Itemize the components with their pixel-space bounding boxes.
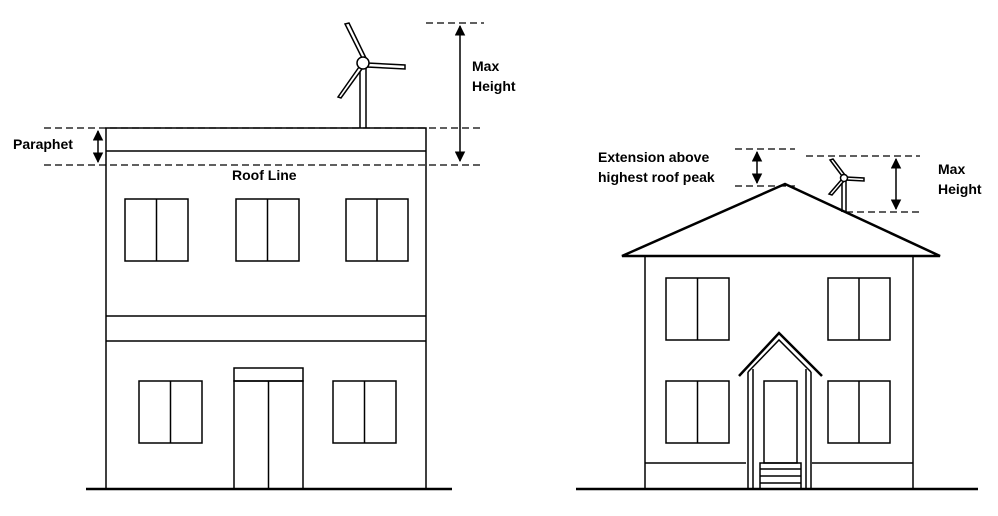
paraphet-label: Paraphet <box>13 136 73 152</box>
right-upper-window-2 <box>827 277 891 341</box>
left-upper-window-3 <box>345 198 409 262</box>
right-house-body <box>644 255 914 490</box>
porch-roof <box>738 331 823 377</box>
left-lower-window-2 <box>332 380 397 444</box>
roof-line-label: Roof Line <box>232 167 297 183</box>
left-upper-window-1 <box>124 198 189 262</box>
porch-steps <box>759 462 802 490</box>
left-upper-window-2 <box>235 198 300 262</box>
right-lower-window-1 <box>665 380 730 444</box>
left-door <box>233 367 304 490</box>
right-wind-turbine-icon <box>827 158 865 212</box>
right-lower-window-2 <box>827 380 891 444</box>
right-building: Extension above highest roof peak Max He… <box>576 148 982 491</box>
extension-line1: Extension above <box>598 149 709 165</box>
right-max-height-line2: Height <box>938 181 982 197</box>
porch-roof-inner <box>747 338 812 373</box>
door-transom <box>233 367 304 382</box>
right-max-height-label: Max Height <box>938 161 982 197</box>
left-wind-turbine-icon <box>336 22 406 128</box>
extension-label: Extension above highest roof peak <box>598 149 715 185</box>
left-building: Max Height Paraphet Roof Line <box>13 22 516 491</box>
porch-door <box>763 380 798 464</box>
right-max-height-line1: Max <box>938 161 965 177</box>
gable-roof <box>621 182 941 258</box>
left-max-height-label: Max Height <box>472 58 516 94</box>
left-lower-window-1 <box>138 380 203 444</box>
left-max-height-line2: Height <box>472 78 516 94</box>
extension-line2: highest roof peak <box>598 169 715 185</box>
porch <box>738 331 823 490</box>
left-max-height-line1: Max <box>472 58 499 74</box>
right-upper-window-1 <box>665 277 730 341</box>
